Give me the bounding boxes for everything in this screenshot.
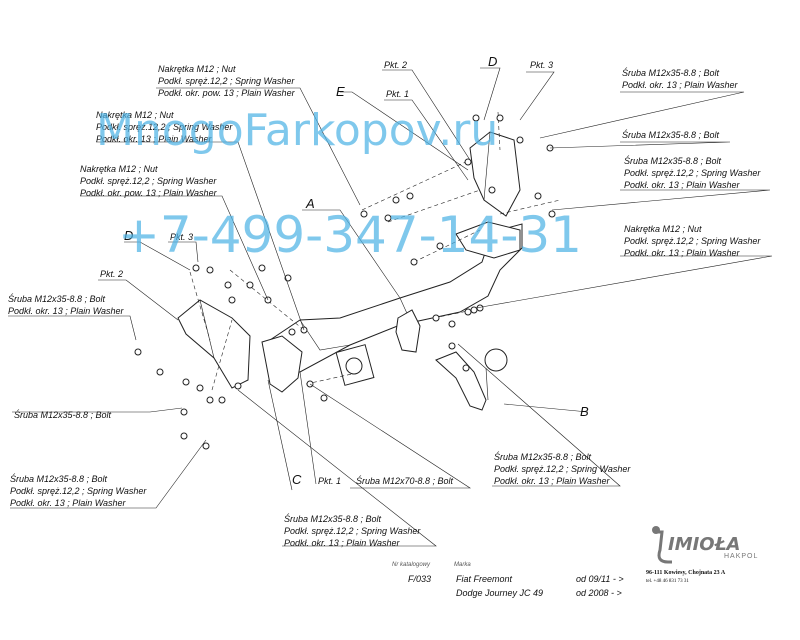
label-plain-washer-pow-1: Podkł. okr. pow. 13 ; Plain Washer	[158, 88, 296, 98]
label-bolt-bottom: Śruba M12x35-8.8 ; Bolt	[284, 513, 382, 524]
drawing	[8, 67, 773, 547]
label-spring-washer-1: Podkł. spręż.12,2 ; Spring Washer	[158, 76, 295, 86]
labels: Nakrętka M12 ; Nut Podkł. spręż.12,2 ; S…	[8, 54, 761, 548]
hook-ball-icon	[652, 526, 660, 534]
label-spring-washer-bottom: Podkł. spręż.12,2 ; Spring Washer	[284, 526, 421, 536]
label-spring-washer-right-4: Podkł. spręż.12,2 ; Spring Washer	[624, 236, 761, 246]
company-name: IMIOŁA	[668, 534, 740, 555]
label-nut-right: Nakrętka M12 ; Nut	[624, 224, 702, 234]
crossbar-a	[269, 223, 523, 373]
model-2-from: od 2008 - >	[576, 588, 622, 598]
label-spring-washer-right-3: Podkł. spręż.12,2 ; Spring Washer	[624, 168, 761, 178]
label-plain-washer-right-1: Podkł. okr. 13 ; Plain Washer	[622, 80, 739, 90]
part-d-left: D	[124, 228, 133, 243]
company-sub: HAKPOL	[724, 553, 758, 560]
side-plate-right	[455, 221, 521, 259]
label-bolt-right-2: Śruba M12x35-8.8 ; Bolt	[622, 129, 720, 140]
label-bolt-bottom-right: Śruba M12x35-8.8 ; Bolt	[494, 451, 592, 462]
bracket-d-right	[469, 131, 521, 217]
tow-ball	[484, 348, 508, 372]
label-plain-washer-right-3: Podkł. okr. 13 ; Plain Washer	[624, 180, 741, 190]
label-plain-washer-2: Podkł. okr. 13 ; Plain Washer	[96, 134, 213, 144]
catalog-label: Nr katalogowy	[392, 562, 431, 568]
label-spring-washer-bottom-left: Podkł. spręż.12,2 ; Spring Washer	[10, 486, 147, 496]
model-2-name: Dodge Journey JC 49	[456, 588, 543, 598]
part-b: B	[580, 404, 589, 419]
label-bolt-bottom-left: Śruba M12x35-8.8 ; Bolt	[10, 473, 108, 484]
label-bolt-left: Śruba M12x35-8.8 ; Bolt	[8, 293, 106, 304]
label-spring-washer-bottom-right: Podkł. spręż.12,2 ; Spring Washer	[494, 464, 631, 474]
watermark: MnogoFarkopov.ru +7-499-347-14-31	[96, 105, 582, 264]
label-nut-3: Nakrętka M12 ; Nut	[80, 164, 158, 174]
label-plain-washer-pow-3: Podkł. okr. pow. 13 ; Plain Washer	[80, 188, 218, 198]
model-1-from: od 09/11 - >	[576, 574, 624, 584]
label-pkt1-top: Pkt. 1	[386, 89, 409, 99]
label-plain-washer-left: Podkł. okr. 13 ; Plain Washer	[8, 306, 125, 316]
model-1-name: Fiat Freemont	[456, 574, 513, 584]
watermark-site: MnogoFarkopov.ru	[96, 105, 498, 156]
company-phone: tel. +48 46 831 73 31	[646, 579, 689, 584]
socket	[345, 357, 363, 375]
label-nut-2: Nakrętka M12 ; Nut	[96, 110, 174, 120]
label-bolt-70: Śruba M12x70-8.8 ; Bolt	[356, 475, 454, 486]
label-bolt-mid-left: Śruba M12x35-8.8 ; Bolt	[14, 409, 112, 420]
label-pkt1-bottom: Pkt. 1	[318, 476, 341, 486]
bracket-d-left	[177, 299, 251, 389]
company-address: 96-111 Kowiesy, Chojnata 23 A	[646, 570, 726, 576]
part-d-right: D	[488, 54, 497, 69]
label-plain-washer-right-4: Podkł. okr. 13 ; Plain Washer	[624, 248, 741, 258]
label-pkt2-left: Pkt. 2	[100, 269, 123, 279]
label-spring-washer-2: Podkł. spręż.12,2 ; Spring Washer	[96, 122, 233, 132]
catalog-number: F/033	[408, 574, 431, 584]
part-c: C	[292, 472, 302, 487]
label-pkt2-top: Pkt. 2	[384, 60, 407, 70]
label-bolt-right-1: Śruba M12x35-8.8 ; Bolt	[622, 67, 720, 78]
info-block: Nr katalogowy Marka F/033 Fiat Freemont …	[392, 562, 624, 598]
label-pkt3-right: Pkt. 3	[530, 60, 553, 70]
tow-ball-neck-b	[435, 351, 487, 411]
label-plain-washer-bottom-left: Podkł. okr. 13 ; Plain Washer	[10, 498, 127, 508]
label-nut-1: Nakrętka M12 ; Nut	[158, 64, 236, 74]
brand-label: Marka	[454, 562, 471, 568]
label-bolt-right-3: Śruba M12x35-8.8 ; Bolt	[624, 155, 722, 166]
company-logo: IMIOŁA HAKPOL 96-111 Kowiesy, Chojnata 2…	[646, 526, 758, 584]
hook-logo-icon	[654, 530, 672, 564]
label-plain-washer-bottom-right: Podkł. okr. 13 ; Plain Washer	[494, 476, 611, 486]
part-e: E	[336, 84, 345, 99]
label-spring-washer-3: Podkł. spręż.12,2 ; Spring Washer	[80, 176, 217, 186]
ball-bracket	[395, 309, 421, 353]
part-a: A	[305, 196, 315, 211]
leader-lines	[8, 67, 773, 547]
side-plate-c	[261, 335, 303, 393]
label-pkt3-left: Pkt. 3	[170, 232, 193, 242]
label-plain-washer-bottom: Podkł. okr. 13 ; Plain Washer	[284, 538, 401, 548]
watermark-phone: +7-499-347-14-31	[118, 206, 582, 264]
